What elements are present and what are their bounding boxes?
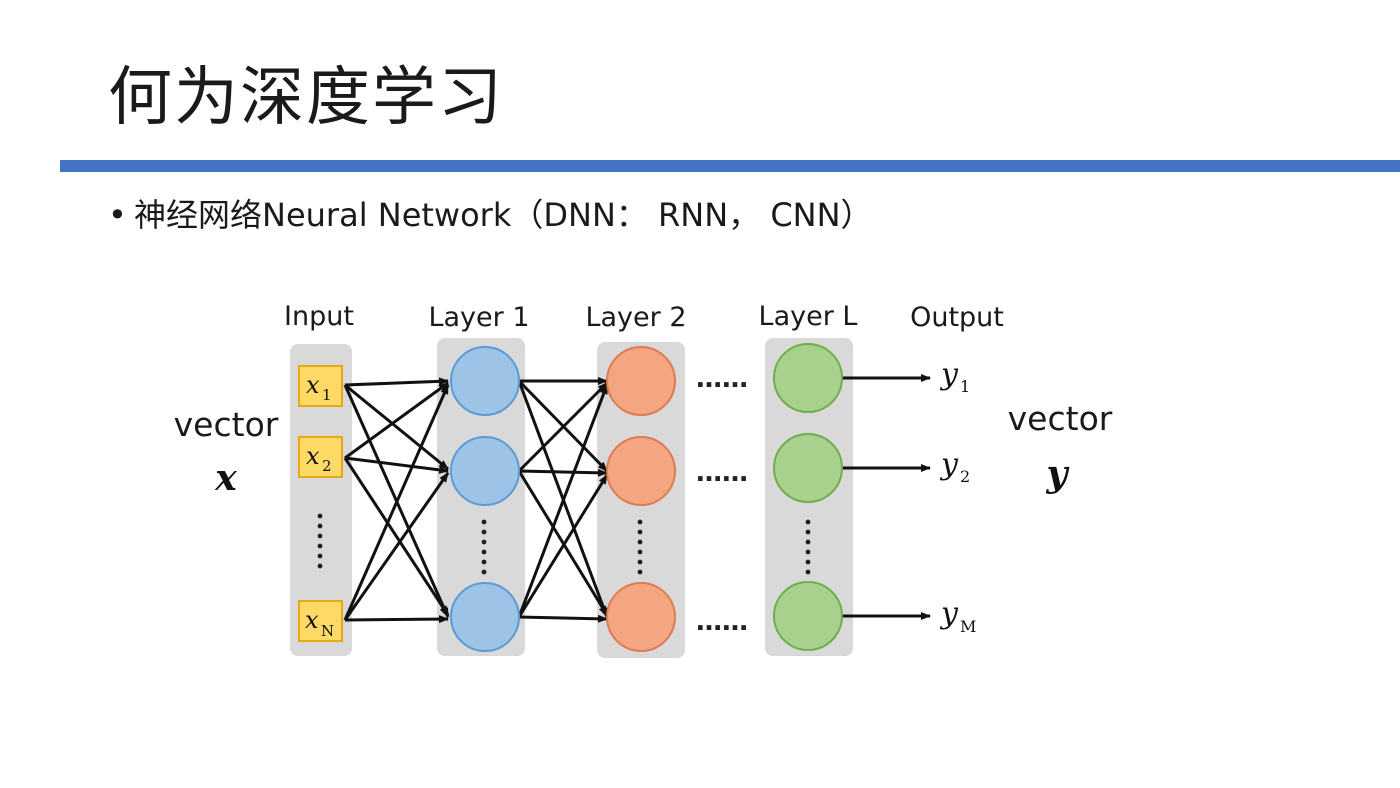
layer2-neuron-3 bbox=[606, 582, 676, 652]
horizontal-ellipsis-2: …… bbox=[696, 458, 748, 488]
layerL-neuron-2 bbox=[773, 433, 843, 503]
output-node-2-sub: 2 bbox=[960, 467, 970, 486]
title-divider bbox=[60, 160, 1400, 172]
input-vector-label: vector bbox=[174, 405, 279, 444]
layer2-column-label: Layer 2 bbox=[585, 302, 686, 333]
input-node-2-sub: 2 bbox=[322, 457, 332, 475]
layer1-neuron-2 bbox=[450, 436, 520, 506]
horizontal-ellipsis-3: …… bbox=[696, 607, 748, 637]
layer1-neuron-3 bbox=[450, 582, 520, 652]
layerL-neuron-1 bbox=[773, 343, 843, 413]
output-node-1-sub: 1 bbox=[960, 377, 970, 396]
output-node-m: y M bbox=[939, 596, 976, 636]
input-to-layer1-connections bbox=[343, 377, 450, 624]
input-node-n-sub: N bbox=[321, 622, 334, 640]
input-node-2-base: x bbox=[306, 442, 320, 470]
layerL-column-label: Layer L bbox=[759, 301, 858, 332]
output-node-m-base: y bbox=[939, 596, 959, 631]
input-column-bg bbox=[290, 344, 352, 656]
output-vector-label: vector bbox=[1008, 399, 1113, 438]
output-node-2: y 2 bbox=[939, 447, 970, 486]
output-vector-symbol: y bbox=[1046, 453, 1070, 495]
input-vector-symbol: x bbox=[214, 457, 237, 499]
layer1-neuron-1 bbox=[450, 346, 520, 416]
bullet-text-paren: （DNN： RNN， CNN） bbox=[511, 196, 873, 234]
layerL-vertical-ellipsis bbox=[805, 519, 811, 575]
layer1-to-layer2-connections bbox=[517, 377, 609, 623]
output-node-m-sub: M bbox=[960, 617, 976, 636]
input-node-1: x 1 bbox=[298, 365, 343, 407]
layerL-neuron-3 bbox=[773, 581, 843, 651]
input-vertical-ellipsis bbox=[317, 513, 323, 569]
layer1-column-label: Layer 1 bbox=[428, 302, 529, 333]
layer2-vertical-ellipsis bbox=[637, 519, 643, 575]
input-column-label: Input bbox=[284, 301, 354, 332]
input-node-1-sub: 1 bbox=[322, 386, 332, 404]
input-node-n: x N bbox=[298, 600, 343, 642]
input-node-1-base: x bbox=[306, 371, 320, 399]
input-node-n-base: x bbox=[305, 606, 319, 634]
layer1-vertical-ellipsis bbox=[481, 519, 487, 575]
output-node-1: y 1 bbox=[939, 357, 970, 396]
layer2-neuron-1 bbox=[606, 346, 676, 416]
output-node-2-base: y bbox=[939, 447, 959, 482]
layerL-to-output-arrows bbox=[841, 374, 931, 620]
input-node-2: x 2 bbox=[298, 436, 343, 478]
output-column-label: Output bbox=[910, 302, 1004, 333]
horizontal-ellipsis-1: …… bbox=[696, 364, 748, 394]
bullet-icon: • bbox=[108, 196, 127, 234]
bullet-item: •神经网络Neural Network（DNN： RNN， CNN） bbox=[108, 193, 873, 237]
bullet-text-en: Neural Network bbox=[262, 196, 512, 234]
output-node-1-base: y bbox=[939, 357, 959, 392]
layer2-neuron-2 bbox=[606, 436, 676, 506]
slide-title: 何为深度学习 bbox=[108, 61, 504, 135]
bullet-text-zh: 神经网络 bbox=[134, 196, 263, 234]
